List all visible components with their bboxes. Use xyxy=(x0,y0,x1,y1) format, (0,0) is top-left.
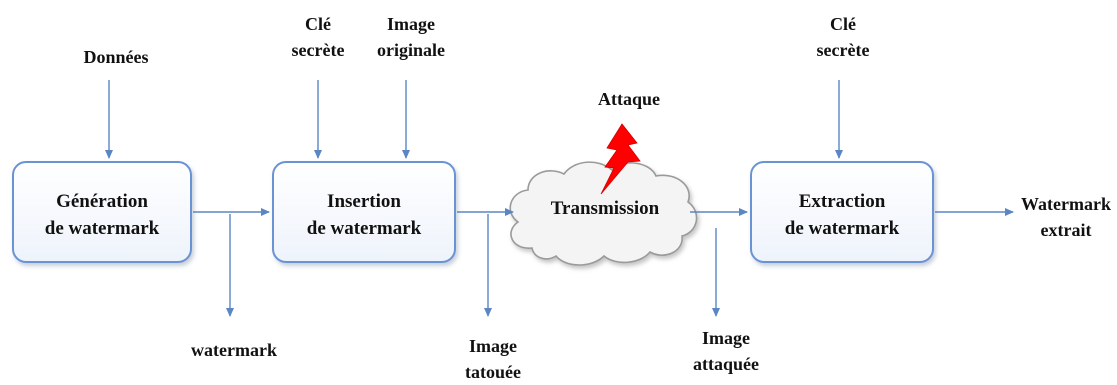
image-attaquee-line2: attaquée xyxy=(693,354,759,374)
image-originale-line2: originale xyxy=(377,40,445,60)
generation-box: Génération de watermark xyxy=(12,161,192,263)
image-tatouee-line1: Image xyxy=(469,336,517,356)
watermark-extrait-line2: extrait xyxy=(1041,220,1092,240)
watermark-extrait-line1: Watermark xyxy=(1021,194,1111,214)
transmission-cloud: Transmission xyxy=(509,161,698,266)
extraction-box: Extraction de watermark xyxy=(750,161,934,263)
cle-secrete-2-line1: Clé xyxy=(830,14,856,34)
attaque-label: Attaque xyxy=(598,89,660,109)
cle-secrete-1-line2: secrète xyxy=(292,40,345,60)
generation-box-line2: de watermark xyxy=(45,218,160,239)
donnees-label: Données xyxy=(83,47,148,67)
image-originale-line1: Image xyxy=(387,14,435,34)
extraction-box-line2: de watermark xyxy=(785,218,900,239)
extraction-box-line1: Extraction xyxy=(799,191,886,212)
watermark-output-label: watermark xyxy=(191,340,277,360)
generation-box-line1: Génération xyxy=(56,191,148,212)
insertion-box-line2: de watermark xyxy=(307,218,422,239)
image-attaquee-line1: Image xyxy=(702,328,750,348)
cle-secrete-2-line2: secrète xyxy=(817,40,870,60)
cle-secrete-1-line1: Clé xyxy=(305,14,331,34)
insertion-box: Insertion de watermark xyxy=(272,161,456,263)
lightning-bolt-icon xyxy=(600,123,641,195)
image-tatouee-line2: tatouée xyxy=(465,362,521,382)
insertion-box-line1: Insertion xyxy=(327,191,401,212)
transmission-label: Transmission xyxy=(551,198,660,219)
